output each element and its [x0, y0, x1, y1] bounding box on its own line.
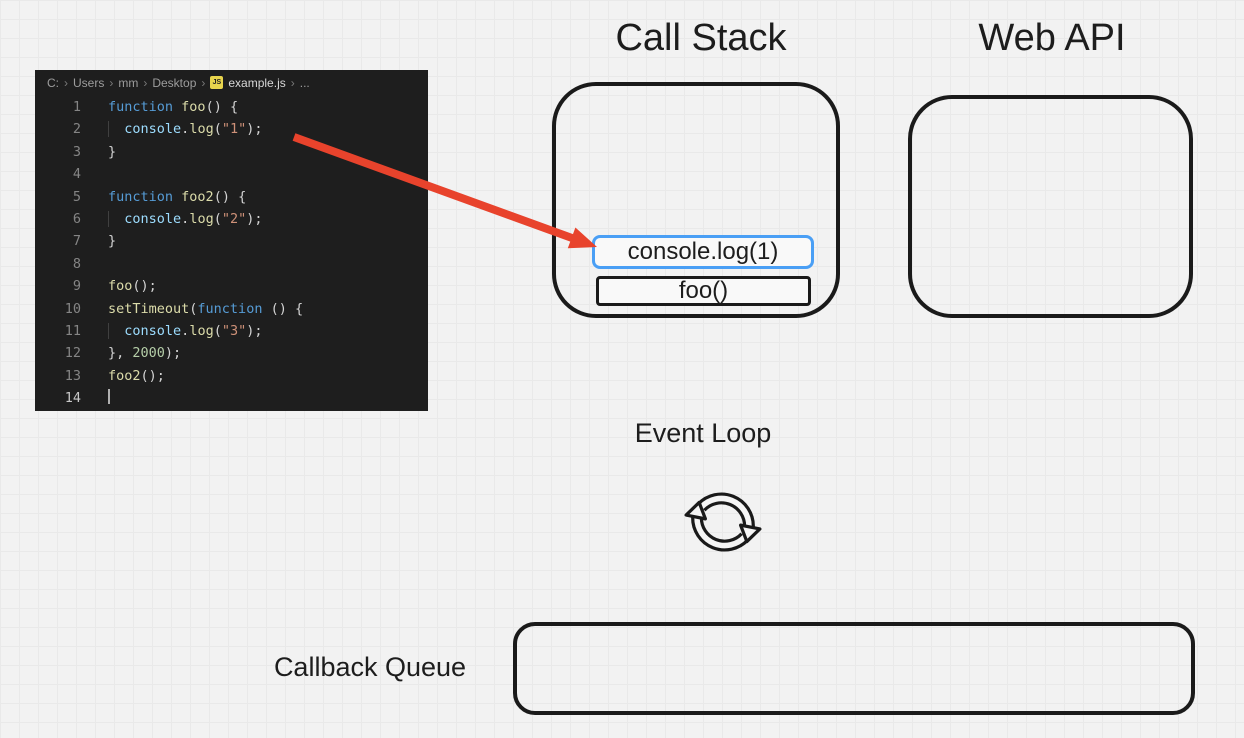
callback-queue-label[interactable]: Callback Queue [273, 652, 467, 682]
code-line: 10 setTimeout(function () { [35, 298, 428, 320]
stack-frame-label: console.log(1) [627, 238, 779, 265]
code-line: 4 [35, 163, 428, 185]
code-line: 5 function foo2() { [35, 186, 428, 208]
code-line: 2 console.log("1"); [35, 118, 428, 140]
code-text: }, 2000); [108, 345, 182, 362]
line-number: 6 [72, 210, 81, 227]
line-number: 11 [64, 322, 81, 339]
breadcrumb-item[interactable]: Users [73, 75, 105, 90]
code-text: console.log("3"); [108, 320, 262, 342]
code-line: 3} [35, 141, 428, 163]
code-line: 1 function foo() { [35, 96, 428, 118]
stack-frame-label: foo() [678, 277, 729, 304]
event-loop-label[interactable]: Event Loop [634, 418, 772, 448]
callback-queue-box[interactable] [513, 622, 1195, 715]
breadcrumb-overflow[interactable]: ... [299, 75, 310, 90]
line-number: 13 [64, 367, 81, 384]
line-number: 8 [72, 255, 81, 272]
code-text: setTimeout(function () { [108, 300, 304, 317]
code-line: 7} [35, 230, 428, 252]
stack-frame-console-log[interactable]: console.log(1) [592, 235, 814, 269]
breadcrumb-item[interactable]: mm [118, 75, 139, 90]
code-text: } [108, 233, 117, 250]
stack-frame-foo[interactable]: foo() [596, 276, 811, 306]
chevron-right-icon: › [64, 75, 68, 90]
line-number: 14 [64, 390, 81, 407]
line-number: 5 [72, 188, 81, 205]
chevron-right-icon: › [201, 75, 206, 90]
line-number: 4 [72, 166, 81, 183]
js-file-icon: JS [210, 76, 224, 89]
code-line: 6 console.log("2"); [35, 208, 428, 230]
code-text: function foo() { [108, 99, 239, 115]
web-api-box[interactable] [908, 95, 1193, 318]
chevron-right-icon: › [290, 75, 295, 90]
code-line: 8 [35, 253, 428, 275]
line-number: 3 [72, 143, 81, 160]
code-editor-screenshot[interactable]: C: › Users › mm › Desktop › JS example.j… [35, 70, 428, 411]
code-text [108, 387, 110, 409]
sync-cycle-icon[interactable] [677, 476, 769, 568]
code-line: 11 console.log("3"); [35, 320, 428, 342]
code-text: } [108, 143, 117, 160]
chevron-right-icon: › [109, 75, 114, 90]
line-number: 7 [72, 233, 81, 250]
code-text: foo2(); [108, 367, 165, 384]
code-text: function foo2() { [108, 188, 247, 205]
code-line: 12 }, 2000); [35, 342, 428, 364]
line-number: 2 [72, 121, 81, 138]
breadcrumb[interactable]: C: › Users › mm › Desktop › JS example.j… [35, 70, 428, 95]
breadcrumb-file[interactable]: example.js [228, 75, 286, 90]
call-stack-title[interactable]: Call Stack [615, 17, 787, 59]
code-text: foo(); [108, 278, 157, 295]
code-text: console.log("1"); [108, 118, 262, 140]
line-number: 12 [64, 345, 81, 362]
breadcrumb-item[interactable]: C: [47, 75, 59, 90]
web-api-title[interactable]: Web API [978, 17, 1126, 59]
line-number: 9 [72, 278, 81, 295]
line-number: 1 [72, 99, 81, 115]
chevron-right-icon: › [143, 75, 148, 90]
line-number: 10 [64, 300, 81, 317]
code-line: 14 [35, 387, 428, 409]
code-line: 13 foo2(); [35, 365, 428, 387]
code-line: 9 foo(); [35, 275, 428, 297]
code-text: console.log("2"); [108, 208, 262, 230]
breadcrumb-item[interactable]: Desktop [152, 75, 197, 90]
